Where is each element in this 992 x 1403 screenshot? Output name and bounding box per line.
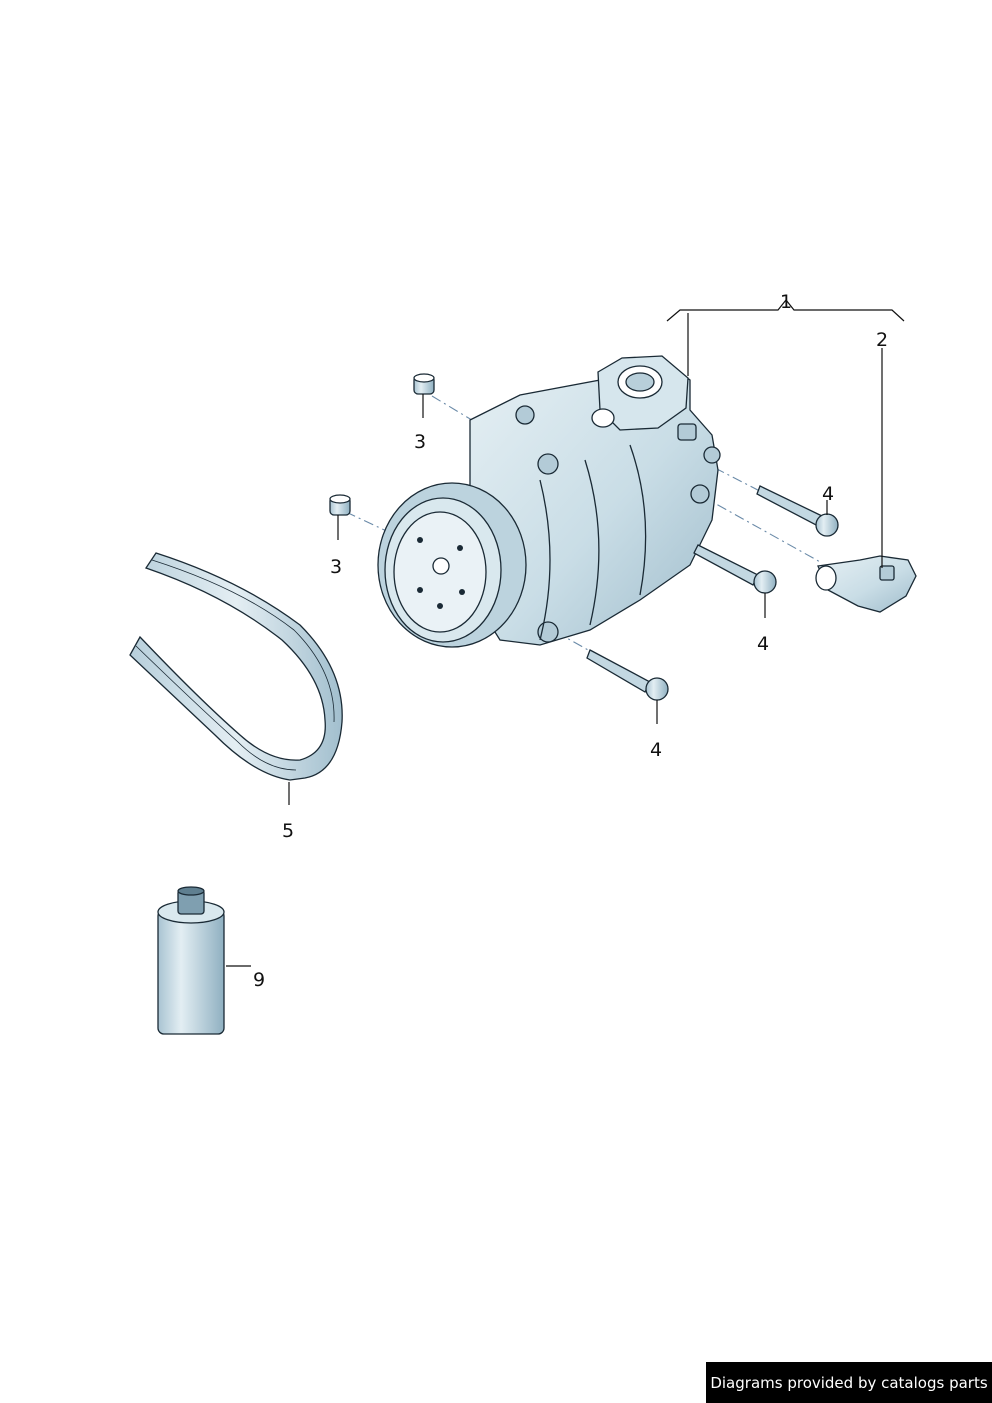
callout-4-upper: 4 — [822, 483, 834, 505]
callout-3-lower: 3 — [330, 556, 342, 578]
bolt-middle — [693, 544, 777, 594]
ribbed-v-belt — [129, 552, 343, 781]
leader-lines — [226, 299, 905, 967]
credit-banner: Diagrams provided by catalogs parts — [706, 1362, 992, 1403]
callout-4-lower: 4 — [650, 739, 662, 761]
ac-compressor — [377, 355, 721, 648]
bushing-lower — [329, 494, 351, 516]
oil-canister — [157, 886, 225, 1035]
callout-3-upper: 3 — [414, 431, 426, 453]
callout-2: 2 — [876, 329, 888, 351]
callout-1: 1 — [780, 291, 792, 313]
callout-9: 9 — [253, 969, 265, 991]
bolt-lower — [586, 649, 669, 701]
bolt-upper — [756, 485, 839, 537]
bushing-upper — [413, 373, 435, 395]
callout-5: 5 — [282, 820, 294, 842]
pressure-sensor — [815, 555, 917, 613]
credit-text: Diagrams provided by catalogs parts — [710, 1373, 988, 1392]
callout-4-middle: 4 — [757, 633, 769, 655]
